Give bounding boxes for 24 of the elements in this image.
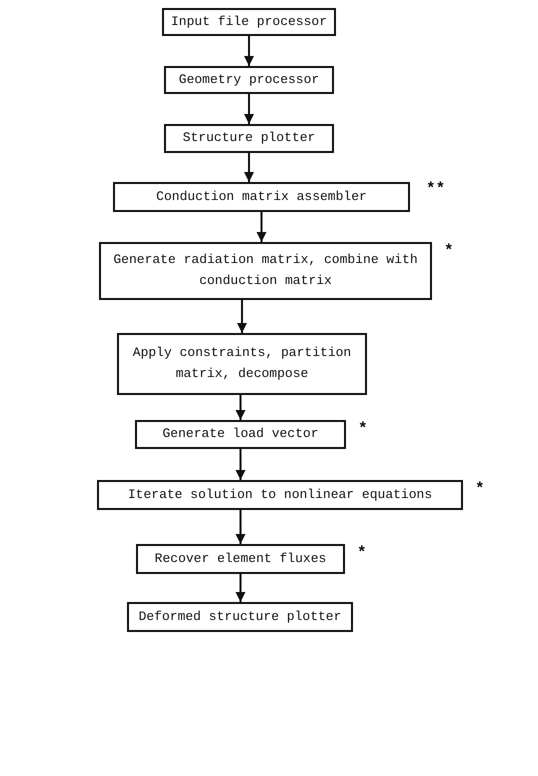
arrow (236, 574, 246, 602)
process-box: Deformed structure plotter (127, 602, 353, 632)
asterisk-note: * (357, 544, 367, 562)
asterisk-note: * (444, 242, 454, 260)
process-box: Conduction matrix assembler (113, 182, 410, 212)
asterisk-note: * (358, 420, 368, 438)
process-box: Recover element fluxes (136, 544, 345, 574)
arrow (236, 510, 246, 544)
asterisk-note: ** (426, 180, 446, 198)
arrow (256, 212, 266, 242)
process-box: Generate load vector (135, 420, 346, 449)
process-box: Iterate solution to nonlinear equations (97, 480, 463, 510)
process-box: Geometry processor (164, 66, 334, 94)
asterisk-note: * (475, 480, 485, 498)
arrow (236, 449, 246, 480)
arrow (244, 153, 254, 182)
process-box: Structure plotter (164, 124, 334, 153)
arrow (244, 36, 254, 66)
arrow (237, 300, 247, 333)
arrow (236, 395, 246, 420)
process-box: Input file processor (162, 8, 336, 36)
process-box: Apply constraints, partition matrix, decompose (117, 333, 367, 395)
process-box: Generate radiation matrix, combine with conduction matrix (99, 242, 432, 300)
arrow (244, 94, 254, 124)
